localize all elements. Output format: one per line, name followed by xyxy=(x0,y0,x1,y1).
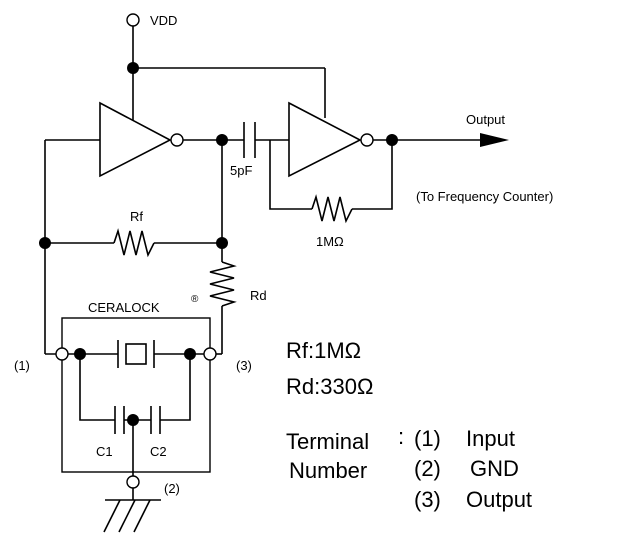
rd-label: Rd xyxy=(250,288,267,303)
vdd-label: VDD xyxy=(150,13,177,28)
output-arrow xyxy=(480,133,509,147)
terminal-2 xyxy=(126,475,140,489)
ceralock-package-box xyxy=(61,317,211,473)
terminal-1 xyxy=(55,347,69,361)
terminal-title-line1: Terminal xyxy=(286,429,369,454)
node-rf-left xyxy=(39,237,51,249)
ground-icon xyxy=(103,488,161,533)
capacitor-c2 xyxy=(150,406,161,434)
feedback-res-label: 1MΩ xyxy=(316,234,344,249)
registered-mark: ® xyxy=(191,294,199,305)
c1-label: C1 xyxy=(96,444,113,459)
terminal-3 xyxy=(203,347,217,361)
cap-5pf-label: 5pF xyxy=(230,163,252,178)
c2-label: C2 xyxy=(150,444,167,459)
feedback-resistor-1m xyxy=(269,140,393,224)
to-frequency-counter-label: (To Frequency Counter) xyxy=(416,189,553,204)
capacitor-5pf xyxy=(243,122,289,158)
terminal-item-3-name: Output xyxy=(466,487,532,512)
terminal-item-1-name: Input xyxy=(466,426,515,451)
ceramic-resonator xyxy=(117,340,155,368)
node-rf-right xyxy=(216,237,228,249)
terminal-2-label: (2) xyxy=(164,481,180,496)
rd-spec: Rd:330Ω xyxy=(286,374,373,399)
terminal-item-3-num: (3) xyxy=(414,487,441,512)
terminal-1-label: (1) xyxy=(14,358,30,373)
rf-spec: Rf:1MΩ xyxy=(286,338,361,363)
output-label: Output xyxy=(466,112,505,127)
terminal-3-label: (3) xyxy=(236,358,252,373)
terminal-title-line2: Number xyxy=(289,458,367,483)
vdd-supply xyxy=(126,13,326,130)
terminal-item-1-num: (1) xyxy=(414,426,441,451)
terminal-item-2-num: (2) xyxy=(414,456,441,481)
terminal-item-2-name: GND xyxy=(470,456,519,481)
resistor-rf xyxy=(45,228,222,258)
terminal-colon: : xyxy=(398,424,404,449)
capacitor-c1 xyxy=(114,406,125,434)
inverter-1 xyxy=(99,101,184,178)
rf-label: Rf xyxy=(130,209,143,224)
resistor-rd xyxy=(209,261,237,354)
inverter-2 xyxy=(288,101,374,178)
ceralock-label: CERALOCK xyxy=(88,300,160,315)
